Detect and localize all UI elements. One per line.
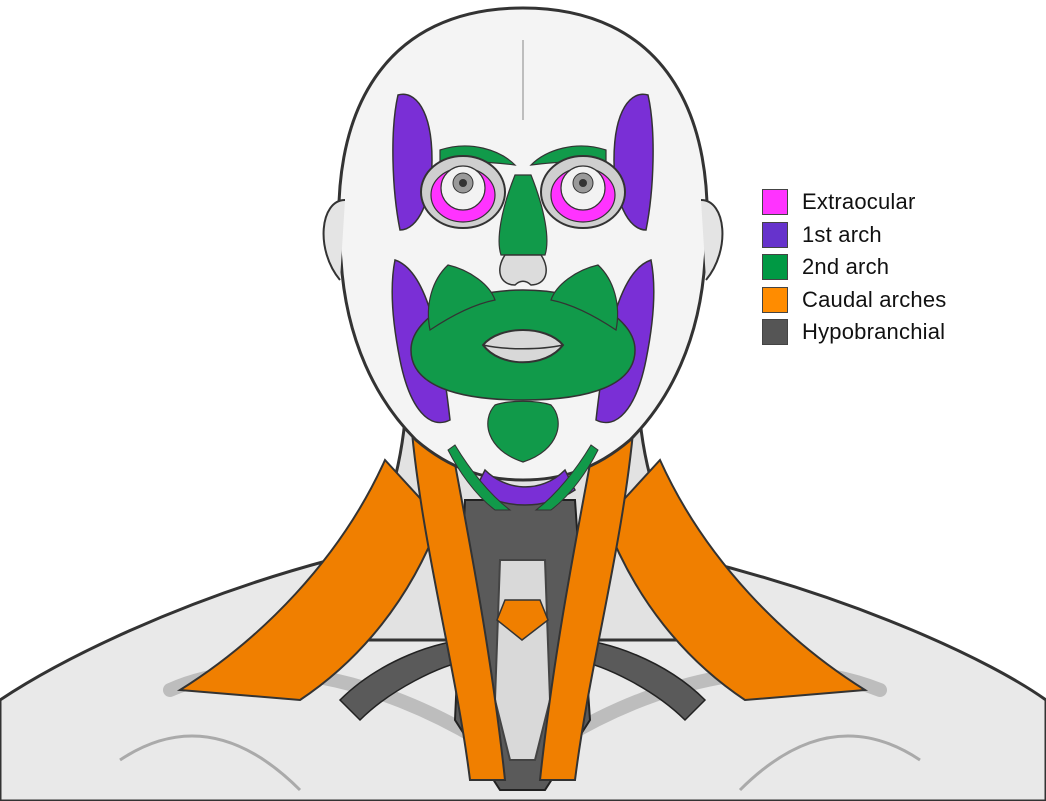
legend-item-extraocular: Extraocular	[762, 186, 946, 219]
pupil-left	[459, 179, 467, 187]
legend-swatch	[762, 222, 788, 248]
legend: Extraocular 1st arch 2nd arch Caudal arc…	[762, 186, 946, 349]
legend-label: 2nd arch	[802, 254, 889, 280]
trachea	[495, 560, 550, 760]
legend-item-hypobranchial: Hypobranchial	[762, 316, 946, 349]
legend-item-caudal-arches: Caudal arches	[762, 284, 946, 317]
legend-swatch	[762, 319, 788, 345]
legend-label: Caudal arches	[802, 287, 946, 313]
legend-label: Hypobranchial	[802, 319, 945, 345]
legend-label: 1st arch	[802, 222, 882, 248]
legend-swatch	[762, 254, 788, 280]
legend-item-1st-arch: 1st arch	[762, 219, 946, 252]
legend-item-2nd-arch: 2nd arch	[762, 251, 946, 284]
legend-swatch	[762, 189, 788, 215]
legend-swatch	[762, 287, 788, 313]
pupil-right	[579, 179, 587, 187]
nose	[500, 255, 546, 285]
legend-label: Extraocular	[802, 189, 915, 215]
